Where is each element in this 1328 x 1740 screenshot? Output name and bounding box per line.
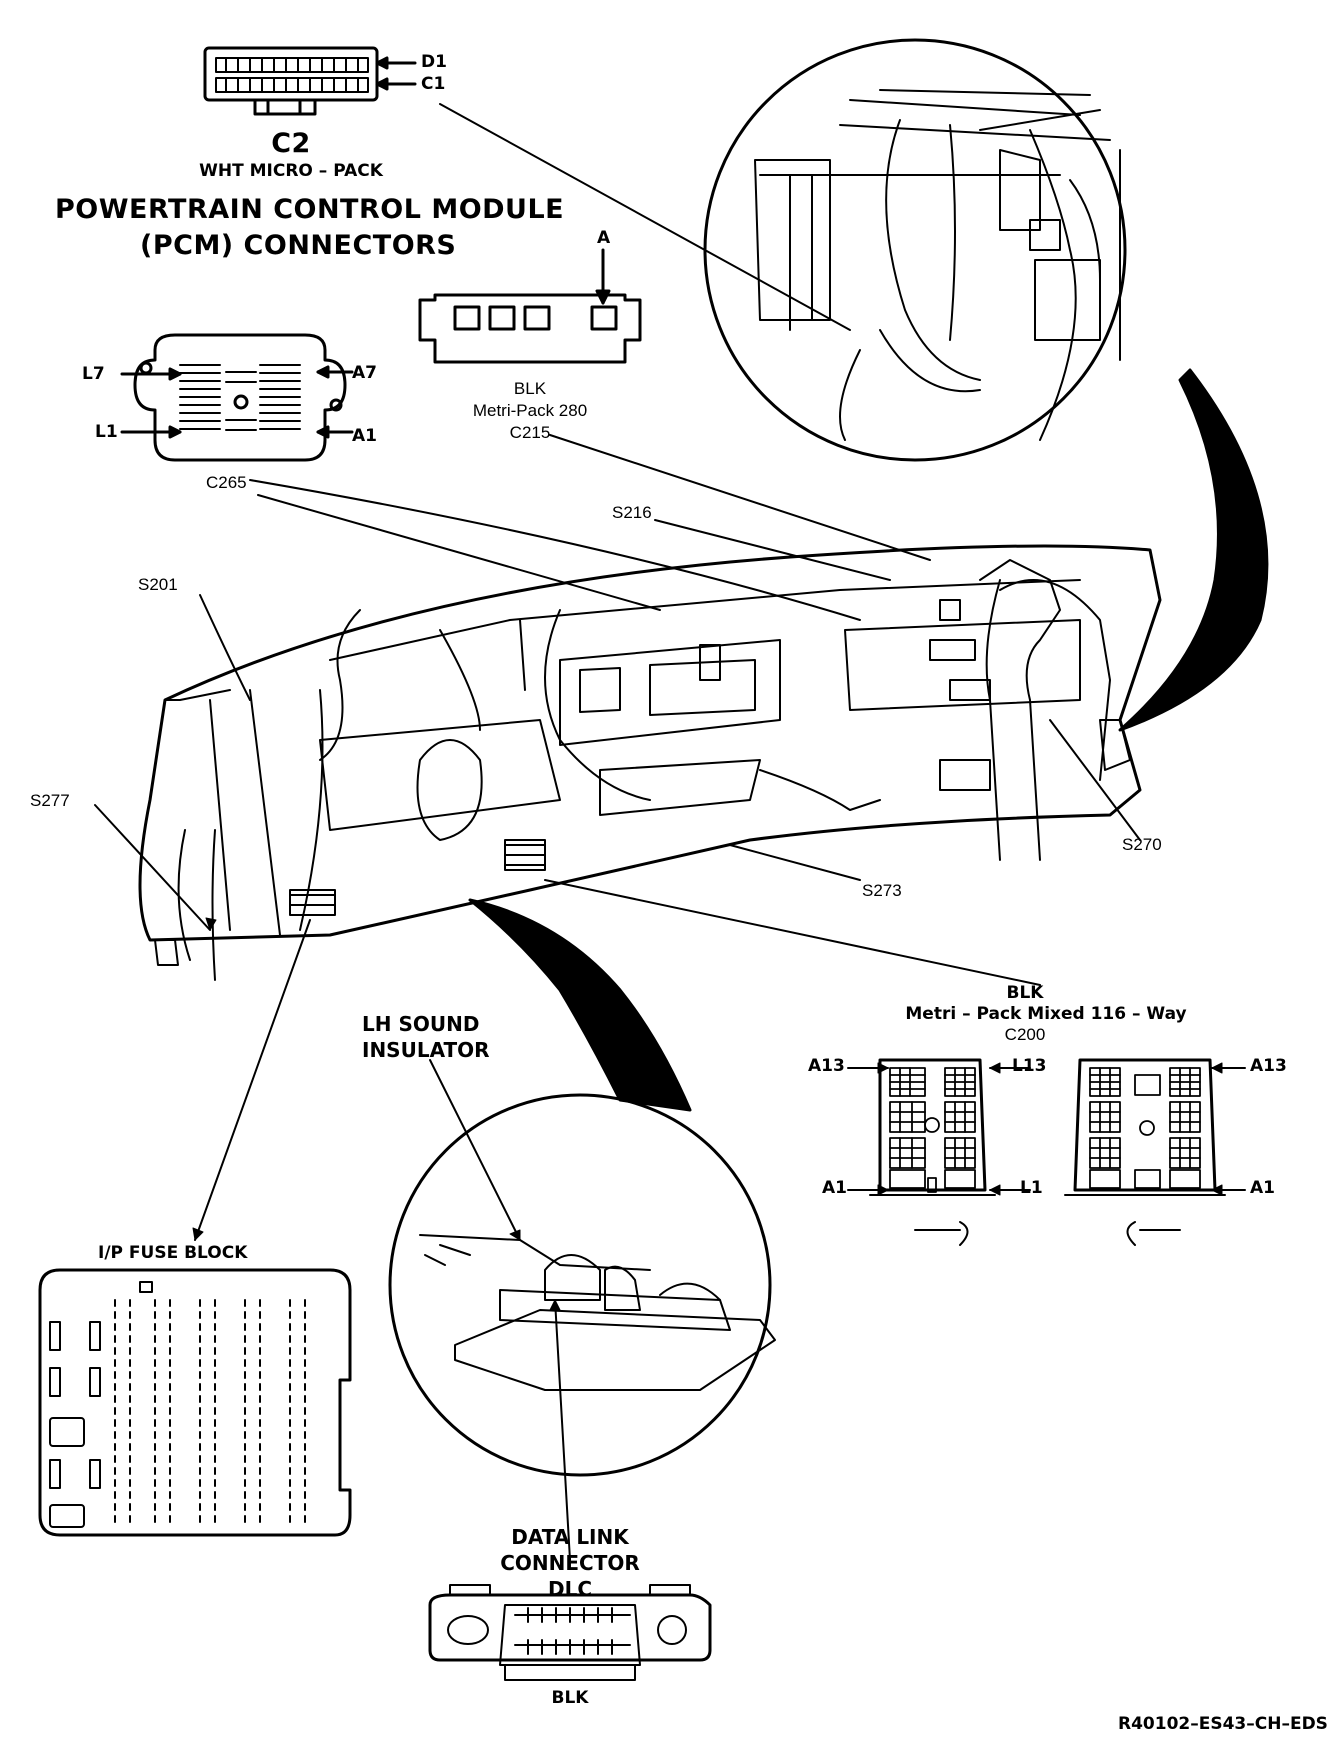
c265-connector-graphic <box>120 333 354 462</box>
c200-mid-l13-label: L13 <box>1012 1056 1047 1076</box>
c265-pin-a1-label: A1 <box>352 426 377 446</box>
c200-color: BLK <box>1006 983 1044 1003</box>
c200-type: Metri – Pack Mixed 116 – Way <box>905 1004 1187 1024</box>
c2-pin-c1-label: C1 <box>421 74 446 94</box>
callout-c265: C265 <box>206 473 247 492</box>
callout-s273: S273 <box>862 881 902 900</box>
dlc-label-line1: DATA LINK <box>511 1525 629 1549</box>
c215-id: C215 <box>509 423 551 442</box>
c200-right-a13-label: A13 <box>1250 1056 1287 1076</box>
c2-connector-desc: WHT MICRO – PACK <box>199 161 383 181</box>
fuse-block-title: I/P FUSE BLOCK <box>98 1243 248 1263</box>
dlc-label-line3: DLC <box>547 1577 593 1601</box>
dashboard-assembly <box>138 544 1162 981</box>
c200-left-a1-label: A1 <box>822 1178 847 1198</box>
callout-s216: S216 <box>612 503 652 522</box>
c200-left-a13-label: A13 <box>808 1056 845 1076</box>
dlc-label-line2: CONNECTOR <box>500 1551 640 1575</box>
c2-pin-d1-label: D1 <box>421 52 447 72</box>
c215-color: BLK <box>513 379 547 398</box>
lh-sound-insulator-line2: INSULATOR <box>362 1038 490 1062</box>
dlc-color: BLK <box>551 1688 589 1708</box>
c215-connector-graphic <box>418 248 642 364</box>
c2-connector-graphic <box>203 46 417 116</box>
fuse-block-graphic <box>38 1268 352 1537</box>
figure-id: R40102–ES43–CH–EDS <box>1118 1714 1328 1734</box>
c265-pin-l1-label: L1 <box>95 422 118 442</box>
dlc-detail-view <box>388 1059 776 1561</box>
c265-pin-l7-label: L7 <box>82 364 105 384</box>
lh-sound-insulator-line1: LH SOUND <box>362 1012 480 1036</box>
pcm-title-line2: (PCM) CONNECTORS <box>140 230 457 261</box>
c215-pin-a-label: A <box>597 228 611 248</box>
callout-s277: S277 <box>30 791 70 810</box>
c200-mid-l1-label: L1 <box>1020 1178 1043 1198</box>
c265-pin-a7-label: A7 <box>352 363 377 383</box>
c200-id: C200 <box>1004 1025 1046 1044</box>
pcm-title-line1: POWERTRAIN CONTROL MODULE <box>55 194 565 225</box>
pcm-detail-view <box>703 38 1127 462</box>
swoosh-right <box>1118 368 1269 732</box>
c200-right-a1-label: A1 <box>1250 1178 1275 1198</box>
dlc-connector-graphic <box>428 1584 712 1681</box>
c200-connector-graphic <box>847 1058 1246 1246</box>
callout-s270: S270 <box>1122 835 1162 854</box>
c215-type: Metri-Pack 280 <box>472 401 588 420</box>
swoosh-bottom <box>468 898 692 1112</box>
c2-connector-id: C2 <box>271 128 311 159</box>
callout-s201: S201 <box>138 575 178 594</box>
